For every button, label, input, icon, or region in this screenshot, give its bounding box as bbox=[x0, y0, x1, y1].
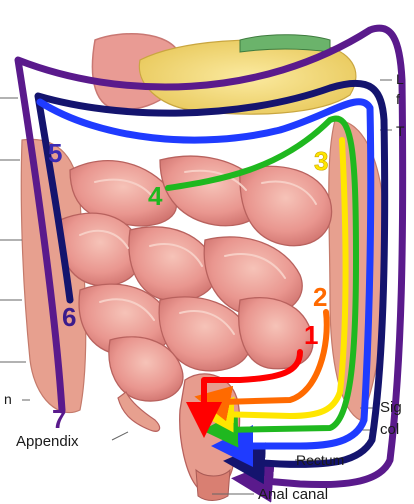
gallbladder bbox=[240, 35, 330, 52]
label-appendix: Appendix bbox=[16, 433, 79, 450]
route-number-2: 2 bbox=[313, 282, 327, 312]
label-sigmoid: Sig bbox=[380, 399, 402, 416]
label-rectum: Rectum bbox=[296, 452, 344, 468]
route-number-1: 1 bbox=[304, 320, 318, 350]
route-number-7: 7 bbox=[52, 404, 66, 434]
route-number-3: 3 bbox=[314, 146, 328, 176]
label-right-T: T bbox=[396, 123, 405, 139]
label-anal-canal: Anal canal bbox=[258, 486, 328, 503]
route-number-5: 5 bbox=[48, 138, 62, 168]
label-right-L: L bbox=[396, 71, 404, 87]
label-colon: col bbox=[380, 421, 399, 438]
route-number-6: 6 bbox=[62, 302, 76, 332]
route-number-4: 4 bbox=[148, 181, 163, 211]
label-right-f: f bbox=[396, 91, 400, 107]
label-left-n: n bbox=[4, 391, 12, 407]
